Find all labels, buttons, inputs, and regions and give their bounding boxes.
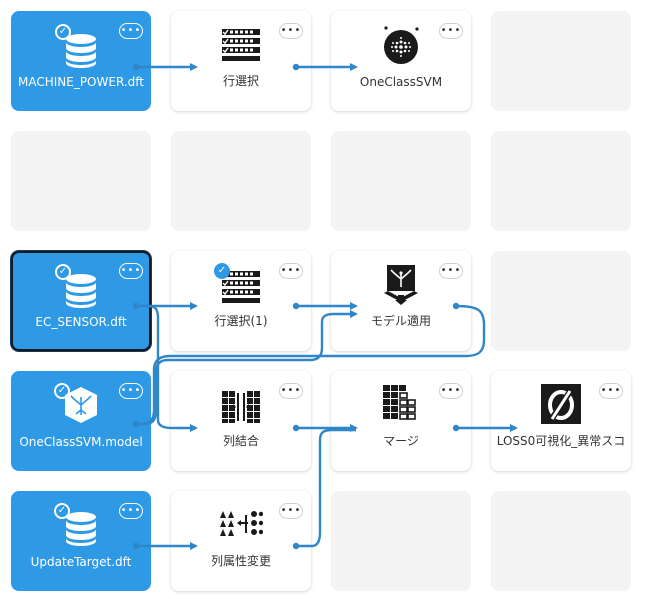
node-label: 列属性変更	[210, 554, 271, 568]
node-label: マージ	[383, 434, 419, 448]
node-merge[interactable]: ••• マージ	[331, 371, 471, 471]
node-label: 列結合	[222, 434, 259, 448]
node-row-select-1[interactable]: ✓ ••• 行選択(1)	[171, 251, 311, 351]
node-oneclass-svm[interactable]: ••• OneClassSVM	[331, 11, 471, 111]
node-label: OneClassSVM.model	[19, 435, 143, 449]
database-icon	[66, 274, 96, 308]
check-icon: ✓	[214, 263, 230, 279]
database-icon	[66, 34, 96, 68]
empty-slot	[491, 11, 631, 111]
node-menu-button[interactable]: •••	[279, 383, 303, 399]
row-filter-icon	[222, 29, 260, 61]
node-machine-power[interactable]: ✓ ••• MACHINE_POWER.dft	[11, 11, 151, 111]
node-label: LOSS0可視化_異常スコ	[496, 434, 626, 448]
empty-slot	[491, 131, 631, 231]
check-icon: ✓	[55, 264, 71, 280]
database-icon	[66, 512, 96, 546]
node-menu-button[interactable]: •••	[119, 263, 143, 279]
node-label: 行選択	[222, 74, 259, 88]
node-menu-button[interactable]: •••	[279, 263, 303, 279]
empty-slot	[171, 131, 311, 231]
empty-slot	[11, 131, 151, 231]
empty-slot	[331, 491, 471, 591]
node-oneclass-model[interactable]: ✓ ••• OneClassSVM.model	[11, 371, 151, 471]
node-menu-button[interactable]: •••	[119, 383, 143, 399]
node-label: 行選択(1)	[214, 314, 268, 328]
empty-slot	[331, 131, 471, 231]
model-file-icon	[65, 387, 97, 423]
check-icon: ✓	[54, 503, 70, 519]
row-filter-icon	[222, 271, 260, 303]
column-attribute-icon	[220, 511, 263, 536]
column-join-icon	[222, 391, 260, 423]
node-ec-sensor[interactable]: ✓ ••• EC_SENSOR.dft	[11, 251, 151, 351]
empty-slot	[491, 251, 631, 351]
node-label: モデル適用	[370, 314, 431, 328]
node-menu-button[interactable]: •••	[439, 263, 463, 279]
node-attr-change[interactable]: ••• 列属性変更	[171, 491, 311, 591]
node-menu-button[interactable]: •••	[439, 383, 463, 399]
node-menu-button[interactable]: •••	[279, 503, 303, 519]
visualization-icon	[541, 384, 581, 424]
check-icon: ✓	[55, 24, 71, 40]
svm-model-icon	[384, 26, 419, 64]
node-label: MACHINE_POWER.dft	[17, 75, 145, 89]
node-menu-button[interactable]: •••	[119, 503, 143, 519]
merge-icon	[383, 385, 416, 420]
node-menu-button[interactable]: •••	[279, 23, 303, 39]
node-update-target[interactable]: ✓ ••• UpdateTarget.dft	[11, 491, 151, 591]
node-label: EC_SENSOR.dft	[35, 315, 127, 329]
node-menu-button[interactable]: •••	[599, 383, 623, 399]
node-loss-viz[interactable]: ••• LOSS0可視化_異常スコ	[491, 371, 631, 471]
apply-model-icon	[384, 265, 418, 305]
node-label: OneClassSVM	[359, 75, 443, 89]
node-model-apply[interactable]: ••• モデル適用	[331, 251, 471, 351]
node-label: UpdateTarget.dft	[30, 555, 132, 569]
node-menu-button[interactable]: •••	[439, 23, 463, 39]
node-menu-button[interactable]: •••	[119, 23, 143, 39]
empty-slot	[491, 491, 631, 591]
node-column-join[interactable]: ••• 列結合	[171, 371, 311, 471]
check-icon: ✓	[54, 383, 70, 399]
node-row-select[interactable]: ••• 行選択	[171, 11, 311, 111]
